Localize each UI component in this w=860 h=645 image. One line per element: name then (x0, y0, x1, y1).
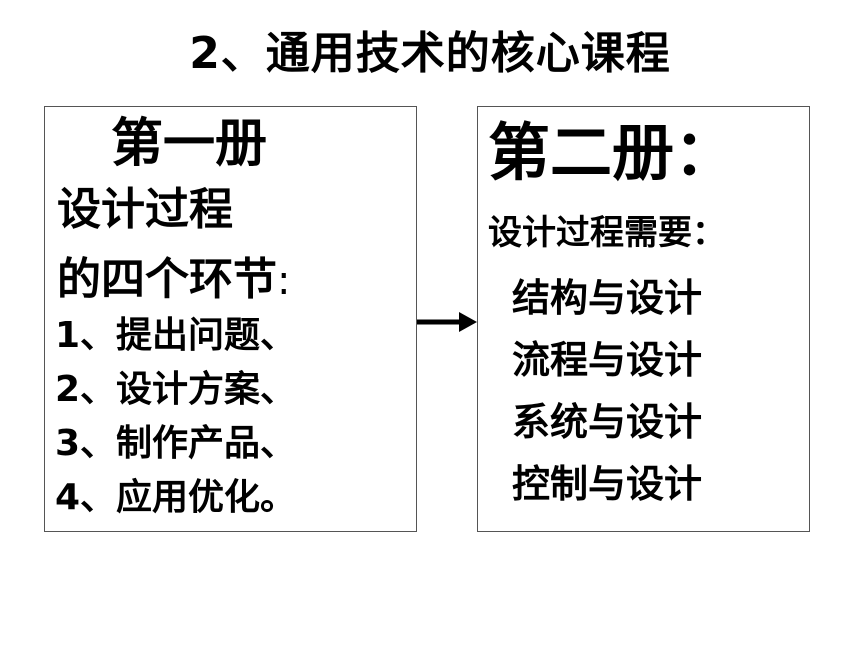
book1-subtitle-line1: 设计过程 (57, 184, 233, 235)
list-item: 3、制作产品、 (55, 423, 297, 464)
list-item: 流程与设计 (512, 338, 703, 382)
book1-subtitle-line2-text: 的四个环节 (57, 254, 277, 305)
book2-topics-list: 结构与设计 流程与设计 系统与设计 控制与设计 (512, 267, 702, 515)
slide-title: 2、通用技术的核心课程 (189, 28, 671, 79)
book2-heading: 第二册： (488, 116, 737, 189)
list-item: 2、设计方案、 (55, 369, 297, 410)
book1-steps-list: 1、提出问题、 2、设计方案、 3、制作产品、 4、应用优化。 (55, 309, 296, 525)
list-item: 系统与设计 (512, 400, 703, 444)
book1-subtitle-colon: : (277, 258, 291, 304)
book1-heading: 第一册 (111, 114, 268, 174)
list-item: 结构与设计 (512, 276, 703, 320)
book1-subtitle-line2: 的四个环节: (57, 253, 290, 308)
book1-panel: 第一册 设计过程 的四个环节: 1、提出问题、 2、设计方案、 3、制作产品、 … (44, 106, 417, 532)
list-item: 4、应用优化。 (55, 477, 297, 518)
list-item: 控制与设计 (512, 462, 703, 506)
book2-subtitle: 设计过程需要： (488, 213, 726, 253)
book2-panel: 第二册： 设计过程需要： 结构与设计 流程与设计 系统与设计 控制与设计 (477, 106, 810, 532)
arrow-right-icon (417, 312, 477, 332)
list-item: 1、提出问题、 (55, 315, 297, 356)
